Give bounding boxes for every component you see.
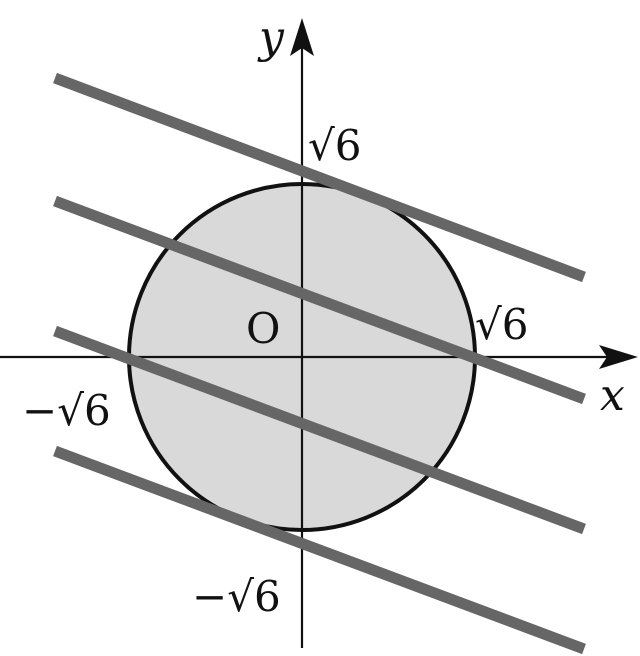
x-right-label: √6 <box>475 300 528 349</box>
origin-label: O <box>246 304 280 353</box>
parallel-line-3 <box>53 325 586 535</box>
x-axis-arrowhead <box>599 345 638 369</box>
y-top-label: √6 <box>308 121 361 170</box>
y-axis-arrowhead <box>290 18 314 56</box>
parallel-line-1 <box>53 72 586 283</box>
x-left-label: −√6 <box>22 386 111 435</box>
parallel-line-2 <box>53 195 586 405</box>
y-axis-label: y <box>257 12 285 63</box>
y-bottom-label: −√6 <box>192 572 281 621</box>
parallel-line-4 <box>53 445 586 655</box>
x-axis-label: x <box>600 370 625 421</box>
